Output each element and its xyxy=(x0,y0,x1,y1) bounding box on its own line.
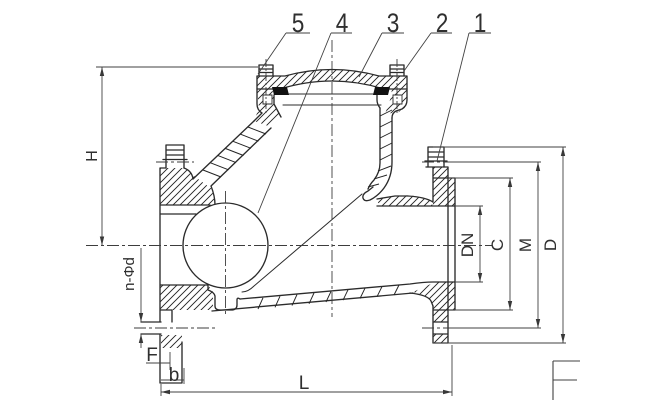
callout-3-leader xyxy=(358,32,404,78)
right-flange-tip-hatch xyxy=(433,334,448,343)
callout-2-leader xyxy=(403,32,452,72)
gasket-left xyxy=(272,87,289,95)
left-flange-tip-hatch xyxy=(161,335,182,348)
right-ear-bolt-notch xyxy=(392,94,403,105)
dim-C: C xyxy=(488,239,507,251)
dim-C-lines xyxy=(448,177,513,311)
left-ear xyxy=(253,88,282,122)
callout-1-leader xyxy=(436,32,491,162)
dimension-arrows xyxy=(99,67,566,395)
left-flange-lower-hatch xyxy=(160,285,213,310)
bottom-wall-inner xyxy=(239,281,456,300)
right-flare-bottom-hatch xyxy=(413,283,433,306)
right-neck-outer xyxy=(362,117,393,202)
left-ear-hatch xyxy=(254,89,281,127)
callout-4-leader xyxy=(257,32,352,214)
dim-L-lines xyxy=(160,345,453,396)
dim-M-lines xyxy=(450,161,541,329)
gaskets xyxy=(272,87,390,95)
dim-L: L xyxy=(299,373,310,394)
bottom-wall-outer xyxy=(211,292,414,312)
dim-H: H xyxy=(84,150,101,162)
right-flange-upper-hatch xyxy=(433,167,455,206)
left-wall-outer xyxy=(192,120,255,180)
gasket-right xyxy=(373,87,390,95)
right-flange-outline xyxy=(425,166,456,344)
dim-b-lines xyxy=(161,368,185,384)
right-ear xyxy=(376,88,408,119)
right-flange-mid-hatch xyxy=(433,282,455,322)
wall-rungs xyxy=(202,109,400,310)
view-f-mark xyxy=(552,360,580,400)
ear-bolt-notches xyxy=(262,94,403,105)
callout-3: 3 xyxy=(387,8,400,38)
dim-b: b xyxy=(169,365,180,386)
callout-1: 1 xyxy=(474,8,487,38)
callout-5: 5 xyxy=(292,8,305,38)
left-flange-outline xyxy=(140,167,211,384)
left-wall-inner xyxy=(210,127,272,206)
dim-DN-lines xyxy=(455,205,483,283)
right-flange-stud xyxy=(424,146,448,168)
left-flange-upper-hatch xyxy=(160,168,215,205)
labels: 5 4 3 2 1 H n-Φd F b L DN C M D xyxy=(84,8,560,394)
callout-5-leader xyxy=(257,32,310,75)
callout-2: 2 xyxy=(436,8,449,38)
dim-F-lines xyxy=(146,352,171,370)
cover-plate-hatch xyxy=(257,69,407,89)
dim-D-lines xyxy=(433,146,566,344)
right-neck-inner xyxy=(367,107,381,190)
left-flange-stud xyxy=(162,144,188,169)
right-flare-bottom xyxy=(409,292,434,307)
seat-guide-line xyxy=(241,193,363,293)
dim-H-lines xyxy=(96,66,258,246)
cover-plate xyxy=(256,68,408,90)
valve-body-outline xyxy=(140,64,456,384)
dim-M: M xyxy=(516,238,535,252)
centerlines xyxy=(86,40,492,329)
callout-4: 4 xyxy=(336,8,349,38)
dim-D: D xyxy=(541,239,560,251)
left-ear-bolt-notch xyxy=(262,94,273,105)
right-flare-top xyxy=(376,195,434,203)
dimension-lines xyxy=(96,32,566,396)
dim-F: F xyxy=(146,345,158,366)
dim-DN: DN xyxy=(458,233,477,258)
dim-n-phi-d: n-Φd xyxy=(121,257,138,291)
